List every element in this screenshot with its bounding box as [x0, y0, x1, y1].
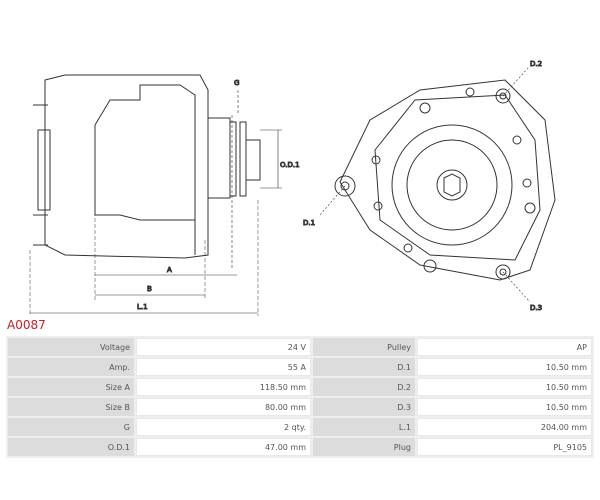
- spec-label: O.D.1: [8, 438, 134, 456]
- spec-value: 10.50 mm: [417, 358, 592, 376]
- alternator-drawing: G O.D.1 A B L.1 D.1 D.2 D.3: [29, 60, 556, 316]
- spec-value: AP: [417, 338, 592, 356]
- spec-label: Amp.: [8, 358, 134, 376]
- spec-value: 24 V: [136, 338, 311, 356]
- spec-value: PL_9105: [417, 438, 592, 456]
- spec-value: 10.50 mm: [417, 398, 592, 416]
- spec-label: Voltage: [8, 338, 134, 356]
- spec-value: 10.50 mm: [417, 378, 592, 396]
- label-d2: D.2: [530, 60, 542, 68]
- front-view: [319, 67, 556, 303]
- spec-value: 47.00 mm: [136, 438, 311, 456]
- part-number-title: A0087: [7, 318, 46, 332]
- label-b: B: [147, 285, 152, 293]
- spec-label: G: [8, 418, 134, 436]
- spec-label: Size B: [8, 398, 134, 416]
- spec-label: D.3: [313, 398, 415, 416]
- label-d3: D.3: [530, 304, 542, 312]
- label-a: A: [167, 266, 172, 274]
- label-d1: D.1: [303, 219, 315, 227]
- spec-value: 55 A: [136, 358, 311, 376]
- label-g: G: [234, 79, 239, 87]
- spec-label: Pulley: [313, 338, 415, 356]
- spec-value: 204.00 mm: [417, 418, 592, 436]
- spec-value: 118.50 mm: [136, 378, 311, 396]
- side-view: [29, 74, 282, 316]
- spec-label: D.2: [313, 378, 415, 396]
- spec-label: Plug: [313, 438, 415, 456]
- spec-label: Size A: [8, 378, 134, 396]
- spec-value: 2 qty.: [136, 418, 311, 436]
- label-od1: O.D.1: [280, 161, 300, 169]
- spec-value: 80.00 mm: [136, 398, 311, 416]
- label-l1: L.1: [137, 303, 148, 311]
- spec-label: D.1: [313, 358, 415, 376]
- spec-label: L.1: [313, 418, 415, 436]
